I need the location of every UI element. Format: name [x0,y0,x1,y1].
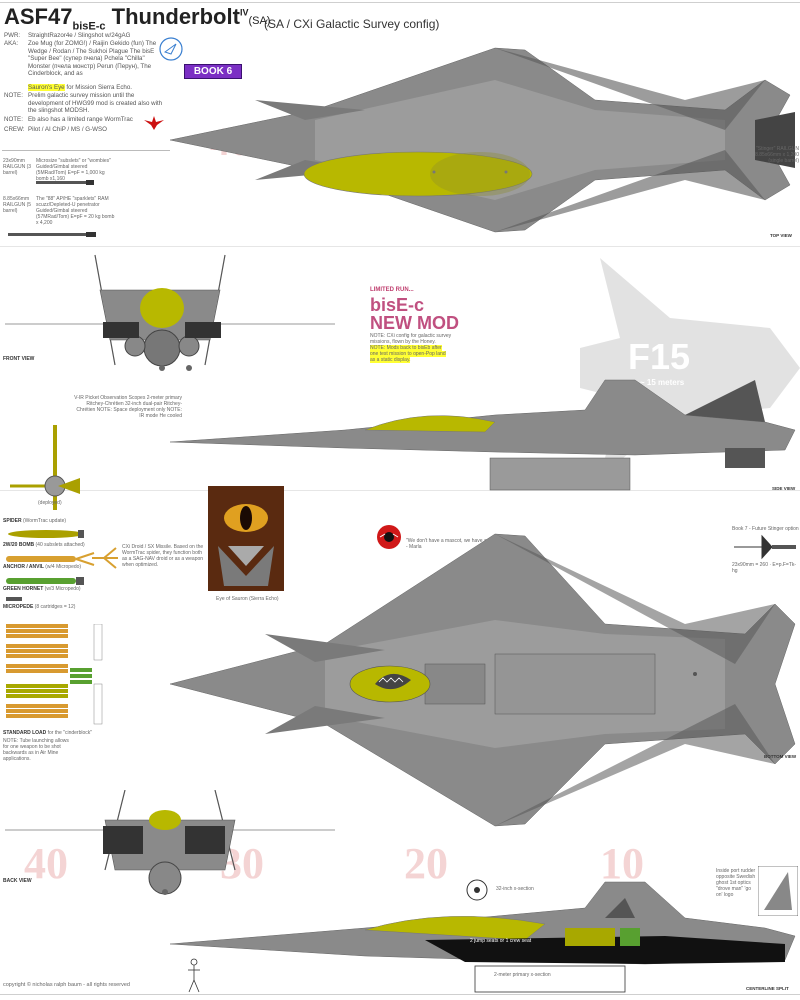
new-mod-label: NEW MOD [370,313,459,333]
limited-note-2: NOTE: Mods back to bisEb after one test … [370,345,446,363]
stinger-note: "Stinger" RAILGUN 8.85x66mm x 1,200 (sin… [755,146,799,164]
front-view-aircraft [5,254,335,371]
centerline-label: CENTERLINE SPLIT [746,986,789,991]
copyright: copyright © nicholas ralph baum - all ri… [3,982,130,988]
scale-watermark-20: 20 [404,839,448,888]
mascot-icon [377,525,401,549]
tube-note: NOTE: Tube launching allows for one weap… [3,738,69,762]
view-rule-1 [0,246,800,247]
xsection-2m-label: 2-meter primary x-section [494,972,551,978]
rudder-inset [758,866,798,916]
scale-watermark-40: 40 [24,839,68,888]
anchor-weapon [6,552,95,566]
bottom-view-label: BOTTOM VIEW [764,754,797,759]
railgun-1-desc: Microsize "subslets" or "wombies" Guided… [36,158,111,182]
spider-deployed: (deployed) [38,500,62,506]
top-rule [0,2,800,3]
page-title: ASF47bisE-c ThunderboltIV(SA) [4,4,271,33]
view-rule-2 [0,490,800,491]
jump-seats-label: 2 jump seats or 1 crew seat [470,938,532,944]
top-view-canopy [303,151,533,197]
limited-run-label: LIMITED RUN... [370,287,414,293]
compass-icon [159,37,183,61]
front-view-label: FRONT VIEW [3,356,35,362]
scale-watermark-10: 10 [600,839,644,888]
book7-stinger [734,534,796,560]
bird-logo-icon [144,116,164,130]
limited-note-1: NOTE: CXi config for galactic survey mis… [370,333,452,345]
back-view-label: BACK VIEW [3,878,32,884]
railgun-1-label: 23x90mm RAILGUN (3 barrel) [3,158,32,176]
book7-note: Book 7 - Future Stinger option [732,526,799,532]
railgun-2-shell [8,232,96,237]
hornet-weapon [6,577,84,585]
eye-of-sauron-image [208,486,284,591]
anchor-desc: CXi Droid / SX Missile. Based on the Wor… [122,544,204,568]
side-view-label: SIDE VIEW [772,486,796,491]
info-rule [2,150,170,151]
spider-weapon [10,425,80,510]
xsection-32-label: 32-inch x-section [496,886,534,892]
micropede-label: MICROPEDE (8 cartridges = 12) [3,604,76,610]
bottom-rule [0,994,800,995]
side-notes: V-IR Picket Observation Scopes 2-meter p… [74,395,182,419]
side-view-aircraft [169,379,796,491]
micropede-weapon [6,597,22,601]
spec-block: PWR:StraightRazor4e / Slingshot w/24gAG … [4,32,163,133]
mascot-quote: "We don't have a mascot, we have a misco… [406,538,506,550]
eye-caption: Eye of Sauron (Sierra Echo) [216,596,279,602]
f15-sub: ~ 15 meters [640,378,685,387]
book7-formula: 23x90mm = 260 · E=p.F=Tk-hg [732,562,797,574]
back-view-aircraft [5,790,335,895]
saurons-eye-highlight: Sauron's Eye [28,84,65,91]
bomb-weapon [8,530,84,538]
centerline-aircraft [169,879,796,993]
bomb-label: 2W/20 BOMB (40 subslets attached) [3,542,85,548]
anchor-label: ANCHOR / ANVIL (w/4 Micropedo) [3,564,82,570]
scale-figure [188,958,200,993]
standard-load-label: STANDARD LOAD for the "cinderblock" [3,730,93,736]
bottom-view-aircraft [169,533,796,827]
hornet-label: GREEN HORNET (w/3 Micropedo) [3,586,81,592]
page-subtitle: (SA / CXi Galactic Survey config) [264,17,440,31]
standard-load-grid [6,624,103,725]
book-badge: BOOK 6 [184,64,242,79]
anchor-deployed [92,547,118,569]
spider-label: SPIDER (WormTrac update) [3,518,67,524]
railgun-2-label: 8.85x66mm RAILGUN (5 barrel) [3,196,32,214]
railgun-2-desc: The "88" AP/HE "sparklets" RAM scuzz/Dep… [36,196,115,226]
bise-c-label: bisE-c [370,295,425,315]
f15-label: F15 [628,336,691,377]
rudder-note: Inside port rudder opposite Swedish ghos… [716,868,756,898]
railgun-1-shell [36,180,94,185]
top-view-label: TOP VIEW [770,233,792,238]
